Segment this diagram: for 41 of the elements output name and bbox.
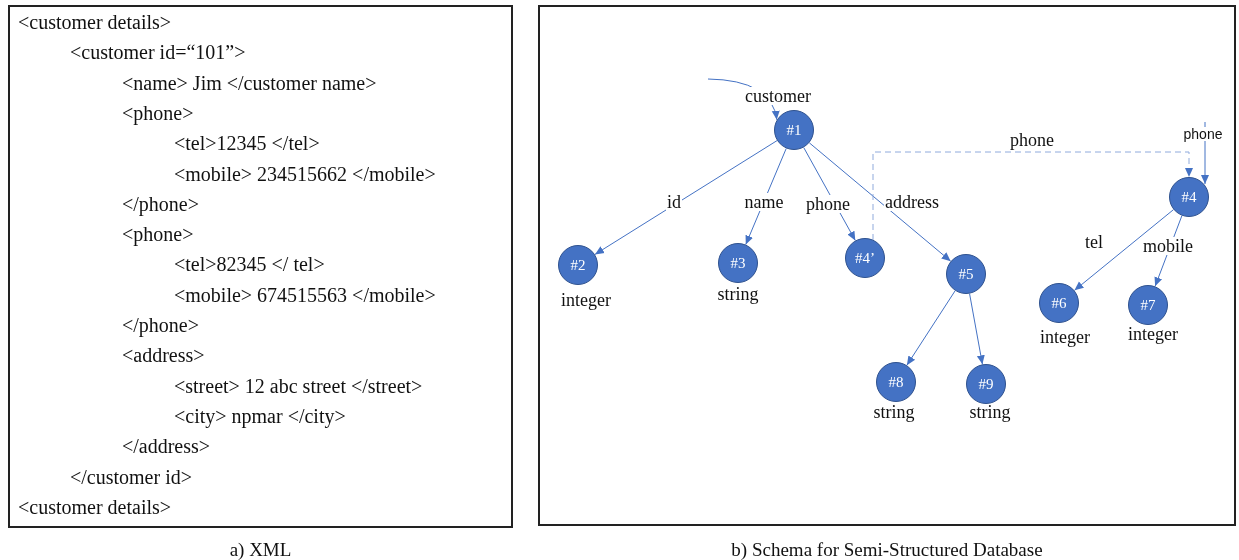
type-label: integer [561,291,611,309]
type-label: integer [1040,328,1090,346]
arrow [906,290,956,366]
xml-line: <customer details> [18,10,172,34]
xml-line: <mobile> 674515563 </mobile> [174,282,436,307]
edge-label: phone [1009,131,1055,149]
edge-label: phone [1182,127,1224,141]
edge-label: phone [805,195,851,213]
edge-label: id [666,193,682,211]
xml-line: <tel>82345 </ tel> [174,252,325,277]
xml-line: <phone> [122,222,194,247]
xml-line: <city> npmar </city> [174,403,346,428]
arrow [808,142,952,262]
type-label: string [969,403,1011,421]
type-label: string [873,403,915,421]
xml-line: <address> [122,343,205,368]
xml-line: <mobile> 234515662 </mobile> [174,161,436,186]
xml-line: <customer id=“101”> [70,40,246,65]
xml-line: </address> [122,434,211,459]
edge-label: address [884,193,940,211]
code-panel [8,5,513,528]
xml-line: </phone> [122,313,199,337]
schema-panel [538,5,1236,526]
edge-label: name [743,193,785,211]
edge-label: mobile [1142,237,1194,255]
arrow [969,293,985,365]
edge-label: tel [1084,233,1104,251]
arrow [1074,209,1174,291]
xml-line: <street> 12 abc street </street> [174,373,423,398]
type-label: integer [1128,325,1178,343]
xml-line: <customer details> [18,494,172,519]
type-label: string [717,285,759,303]
xml-line: </phone> [122,191,199,216]
arrow [594,140,778,255]
xml-line: <tel>12345 </tel> [174,131,320,156]
edge-label: customer [744,87,812,105]
xml-line: </customer id> [70,464,192,489]
panel-label: a) XML [228,538,293,560]
panel-label: b) Schema for Semi-Structured Database [730,538,1044,560]
xml-line: <phone> [122,100,194,125]
xml-line: <name> Jim </customer name> [122,70,377,95]
